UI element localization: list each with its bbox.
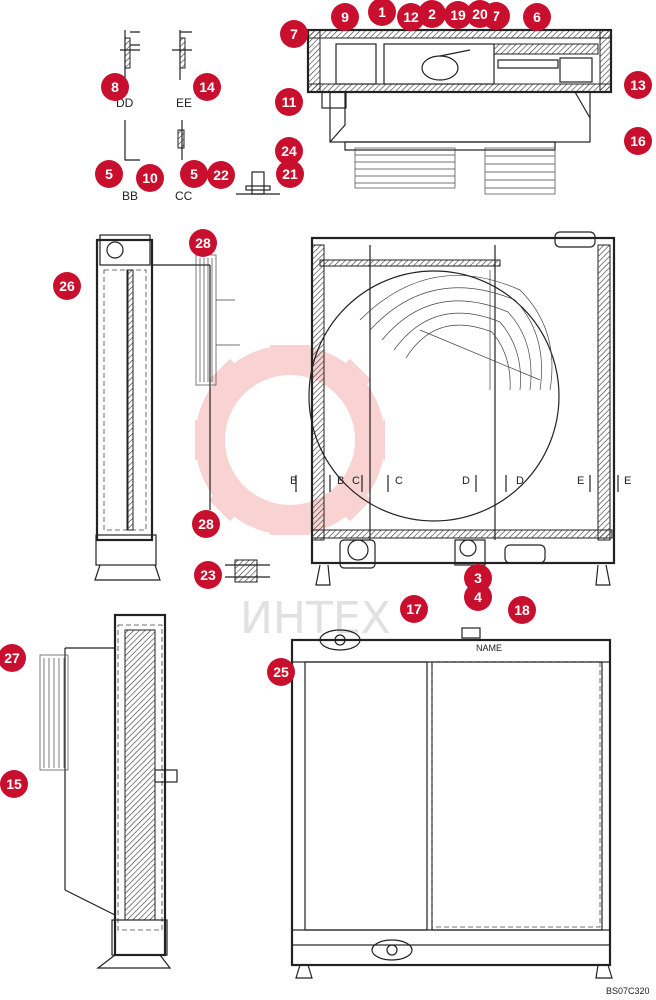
- callout-16: 16: [624, 127, 652, 155]
- top-view: [306, 28, 613, 195]
- fan-guard: [359, 270, 553, 391]
- marker-c-left: C: [352, 475, 360, 487]
- front-view: B B C C D D E E: [290, 231, 631, 586]
- nameplate: NAME: [476, 643, 502, 653]
- detail-23: [225, 559, 270, 583]
- svg-text:16: 16: [630, 133, 646, 149]
- svg-text:4: 4: [474, 589, 482, 605]
- marker-d-right: D: [516, 475, 524, 487]
- callout-4: 4: [464, 583, 492, 611]
- callout-9: 9: [331, 3, 359, 31]
- svg-text:23: 23: [200, 567, 216, 583]
- svg-text:24: 24: [281, 143, 297, 159]
- svg-text:19: 19: [450, 7, 466, 23]
- callout-15: 15: [0, 770, 28, 798]
- callout-19: 19: [444, 1, 472, 29]
- callout-18: 18: [508, 596, 536, 624]
- svg-text:7: 7: [492, 8, 500, 24]
- svg-text:1: 1: [378, 4, 386, 20]
- marker-c-right: C: [395, 475, 403, 487]
- side-view-lower: [39, 613, 178, 969]
- section-view-ee: EE: [176, 96, 192, 110]
- callout-11: 11: [275, 88, 303, 116]
- svg-text:15: 15: [6, 776, 22, 792]
- rear-view: NAME: [290, 627, 613, 979]
- svg-text:28: 28: [198, 516, 214, 532]
- callout-24: 24: [275, 137, 303, 165]
- section-view-cc: CC: [175, 189, 193, 203]
- svg-text:18: 18: [514, 602, 530, 618]
- bolt-detail: [236, 171, 280, 195]
- svg-text:10: 10: [142, 170, 158, 186]
- svg-text:27: 27: [4, 650, 20, 666]
- svg-text:9: 9: [341, 9, 349, 25]
- callout-5-cc: 5: [180, 160, 208, 188]
- svg-text:8: 8: [111, 79, 119, 95]
- watermark-text: ИНТЕХ: [240, 593, 391, 644]
- svg-text:2: 2: [428, 6, 436, 22]
- marker-d-left: D: [462, 475, 470, 487]
- callout-1: 1: [368, 0, 396, 26]
- section-view-bb: BB: [122, 189, 138, 203]
- callout-13: 13: [624, 71, 652, 99]
- callout-28-top: 28: [189, 229, 217, 257]
- callout-25: 25: [267, 658, 295, 686]
- marker-b-right: B: [337, 475, 344, 487]
- callout-5-bb: 5: [95, 160, 123, 188]
- marker-b-left: B: [290, 475, 297, 487]
- marker-e-left: E: [577, 475, 584, 487]
- callout-21: 21: [276, 160, 304, 188]
- callout-28-bottom: 28: [192, 510, 220, 538]
- section-details: DD EE BB CC: [116, 30, 280, 203]
- callout-12: 12: [397, 3, 425, 31]
- svg-text:11: 11: [282, 94, 297, 110]
- svg-text:20: 20: [472, 6, 488, 22]
- drawing-code: BS07C320: [606, 986, 650, 996]
- callout-26: 26: [53, 272, 81, 300]
- side-view-upper: [94, 234, 240, 581]
- svg-text:3: 3: [474, 570, 482, 586]
- callout-27: 27: [0, 644, 26, 672]
- callout-10: 10: [136, 164, 164, 192]
- svg-text:25: 25: [273, 664, 289, 680]
- callout-20: 20: [466, 0, 494, 28]
- svg-text:28: 28: [195, 235, 211, 251]
- svg-text:14: 14: [199, 79, 215, 95]
- svg-text:13: 13: [630, 77, 646, 93]
- svg-text:5: 5: [190, 166, 198, 182]
- svg-text:26: 26: [59, 278, 75, 294]
- callout-2: 2: [418, 0, 446, 28]
- svg-text:22: 22: [213, 167, 229, 183]
- svg-text:5: 5: [105, 166, 113, 182]
- marker-e-right: E: [624, 475, 631, 487]
- callout-8: 8: [101, 73, 129, 101]
- callout-7-left: 7: [280, 20, 308, 48]
- svg-text:12: 12: [403, 9, 419, 25]
- callout-22: 22: [207, 161, 235, 189]
- svg-text:17: 17: [406, 601, 422, 617]
- svg-text:21: 21: [282, 166, 298, 182]
- callout-23: 23: [194, 561, 222, 589]
- callout-17: 17: [400, 595, 428, 623]
- callout-6: 6: [523, 3, 551, 31]
- svg-text:6: 6: [533, 9, 541, 25]
- svg-text:7: 7: [290, 26, 298, 42]
- callout-14: 14: [193, 73, 221, 101]
- section-markers: B B C C D D E E: [290, 475, 631, 492]
- watermark-logo: [195, 345, 385, 535]
